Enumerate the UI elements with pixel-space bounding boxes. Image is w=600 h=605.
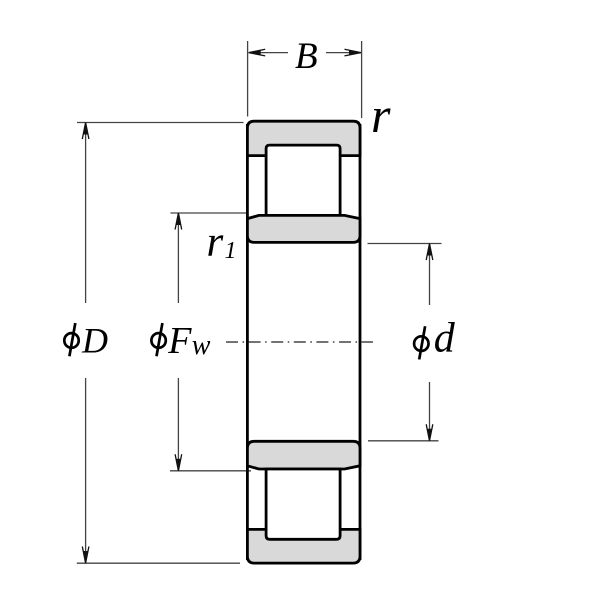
svg-text:w: w — [192, 330, 211, 361]
svg-text:d: d — [434, 315, 456, 361]
svg-text:r: r — [371, 87, 391, 143]
svg-text:D: D — [81, 320, 108, 360]
svg-text:1: 1 — [225, 238, 237, 264]
svg-text:r: r — [207, 219, 224, 266]
svg-text:F: F — [167, 320, 192, 362]
svg-text:B: B — [295, 36, 318, 77]
